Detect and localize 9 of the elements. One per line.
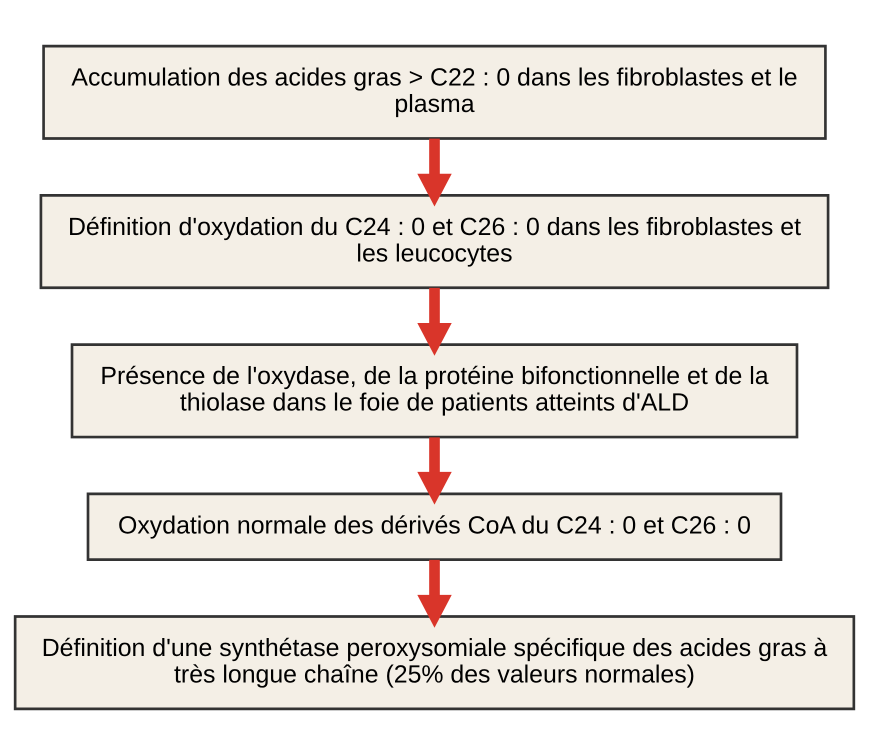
node-box: Définition d'oxydation du C24 : 0 et C26 : 0 dans les fibroblastes et les leucocytes xyxy=(40,194,830,290)
arrow xyxy=(417,138,452,207)
arrow xyxy=(417,437,452,505)
arrow xyxy=(417,560,452,628)
node-box: Définition d'une synthétase peroxysomiale spécifique des acides gras à très longue chaîne (25% des valeurs normales) xyxy=(14,615,856,710)
node-box: Oxydation normale des dérivés CoA du C24 : 0 et C26 : 0 xyxy=(86,492,782,561)
arrow xyxy=(417,288,452,356)
node-box: Présence de l'oxydase, de la protéine bifonctionnelle et de la thiolase dans le foie de patients atteints d'ALD xyxy=(70,343,798,438)
node-box: Accumulation des acides gras > C22 : 0 dans les fibroblastes et le plasma xyxy=(42,44,827,140)
